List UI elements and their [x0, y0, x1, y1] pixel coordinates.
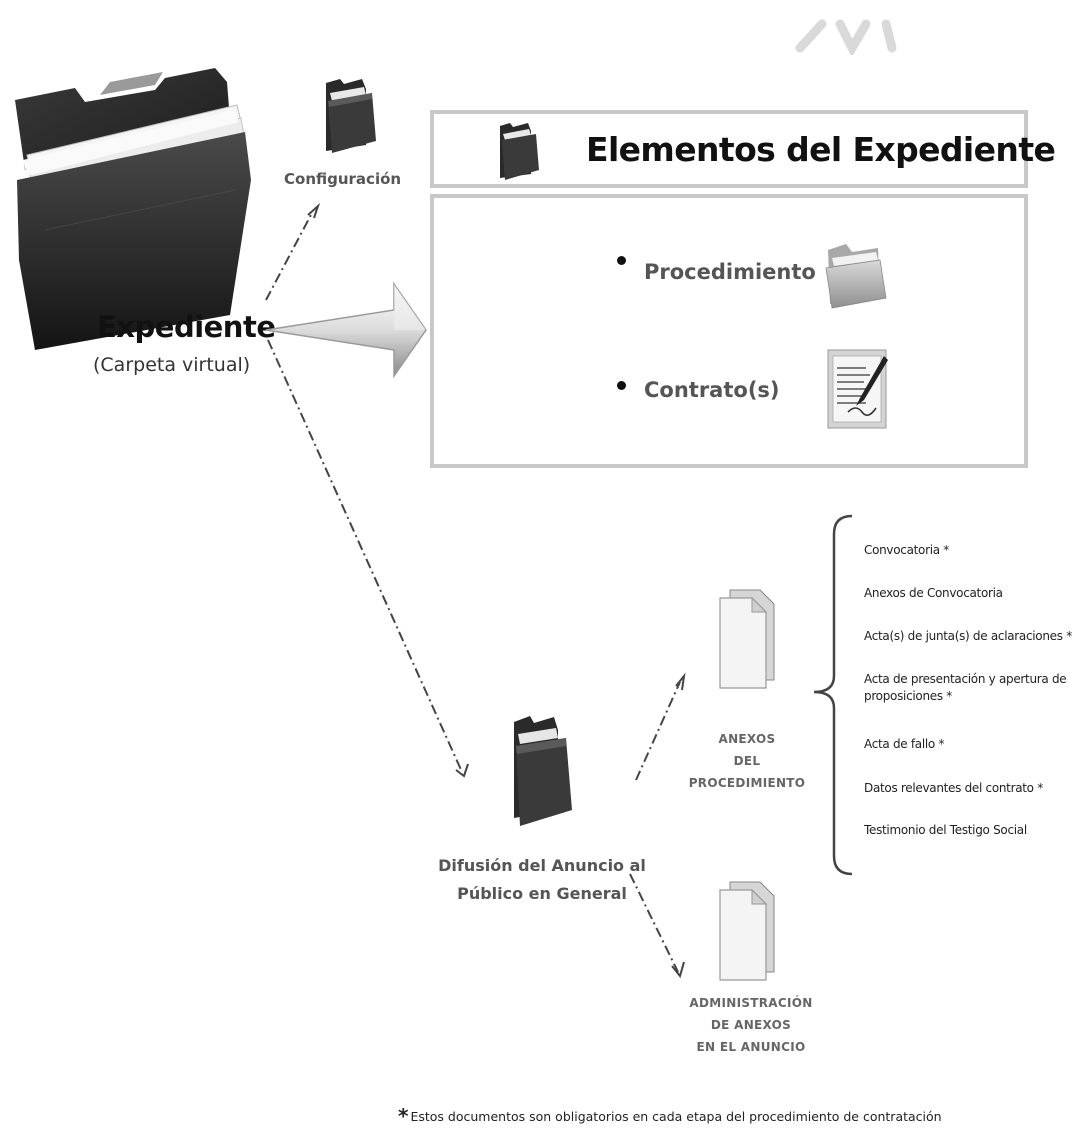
anexos-label-line1: ANEXOS [718, 732, 776, 746]
anexos-document-icon [719, 589, 775, 689]
difusion-label-line1: Difusión del Anuncio al [438, 856, 646, 875]
bullet [617, 256, 626, 265]
footnote-text: Estos documentos son obligatorios en cad… [410, 1109, 942, 1124]
main-arrow-connector [265, 281, 427, 379]
connector-to-anexos [635, 681, 681, 781]
connector-to-difusion [267, 339, 463, 773]
contract-document-icon [827, 349, 888, 429]
big-folder-icon [15, 68, 251, 350]
footnote-star: * [398, 1104, 409, 1128]
footnote: *Estos documentos son obligatorios en ca… [398, 1104, 942, 1128]
bullet [617, 381, 626, 390]
list-item: Acta de fallo * [864, 737, 945, 751]
arrowhead [307, 202, 321, 219]
expediente-label: Expediente [97, 310, 276, 344]
procedimiento-label: Procedimiento [644, 260, 816, 284]
list-item: Anexos de Convocatoria [864, 586, 1003, 600]
anexos-label-line2: DEL [733, 754, 761, 768]
list-item: Acta(s) de junta(s) de aclaraciones * [864, 629, 1072, 643]
folder-icon [825, 244, 887, 309]
arrowhead [675, 672, 686, 691]
administracion-label-line3: EN EL ANUNCIO [696, 1040, 806, 1054]
list-item: Testimonio del Testigo Social [864, 823, 1027, 837]
watermark-mark [795, 19, 897, 55]
administracion-document-icon [719, 881, 775, 981]
anexos-procedimiento-label: ANEXOS DEL PROCEDIMIENTO [676, 728, 818, 794]
connector-to-administracion [629, 873, 679, 973]
difusion-label: Difusión del Anuncio al Público en Gener… [436, 852, 648, 908]
difusion-label-line2: Público en General [457, 884, 627, 903]
document-list-bracket [813, 514, 853, 876]
list-item: Acta de presentación y apertura de propo… [864, 672, 1067, 703]
arrowhead [455, 763, 469, 778]
elementos-title: Elementos del Expediente [586, 130, 1056, 169]
list-item: Convocatoria * [864, 543, 950, 557]
administracion-anexos-label: ADMINISTRACIÓN DE ANEXOS EN EL ANUNCIO [672, 992, 830, 1058]
configuracion-label: Configuración [284, 170, 402, 188]
anexos-label-line3: PROCEDIMIENTO [688, 776, 806, 790]
list-item: Datos relevantes del contrato * [864, 781, 1043, 795]
title-folder-icon [500, 123, 539, 180]
contrato-label: Contrato(s) [644, 378, 780, 402]
document-list: Convocatoria * Anexos de Convocatoria Ac… [864, 540, 1086, 850]
elementos-title-box: Elementos del Expediente [430, 110, 1056, 188]
arrowhead [671, 961, 685, 979]
connector-to-configuracion [265, 212, 313, 301]
difusion-folder-icon [514, 716, 572, 826]
administracion-label-line1: ADMINISTRACIÓN [689, 996, 813, 1010]
administracion-label-line2: DE ANEXOS [710, 1018, 792, 1032]
expediente-sublabel: (Carpeta virtual) [93, 354, 251, 376]
elementos-items-box: Procedimiento Contrato(s) [430, 194, 1028, 468]
configuracion-folder-icon [326, 79, 376, 153]
